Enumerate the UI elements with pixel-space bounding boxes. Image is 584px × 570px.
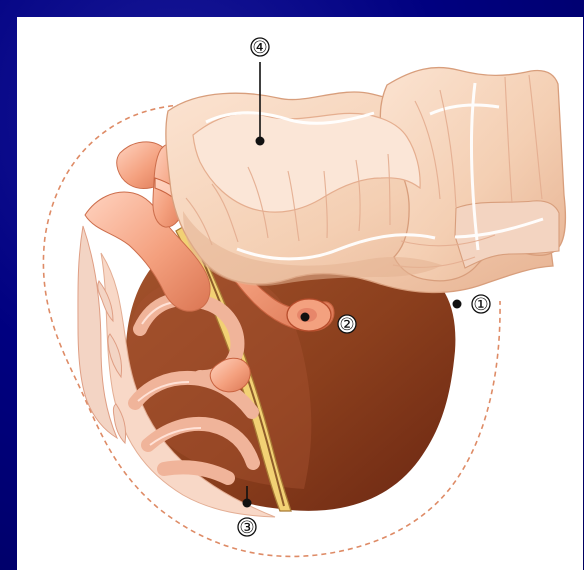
marker-dot-one [453, 300, 462, 309]
marker-dot-two [301, 313, 310, 322]
callout-label-four: ④ [252, 38, 267, 58]
callout-label-one: ① [473, 295, 488, 315]
callout-label-three: ③ [239, 518, 254, 538]
diagram-panel: ① ② ③ ④ [17, 17, 583, 570]
anatomical-diagram: ① ② ③ ④ [17, 17, 583, 570]
callout-label-two: ② [339, 315, 354, 335]
marker-dot-three [243, 499, 252, 508]
marker-dot-four [256, 137, 265, 146]
